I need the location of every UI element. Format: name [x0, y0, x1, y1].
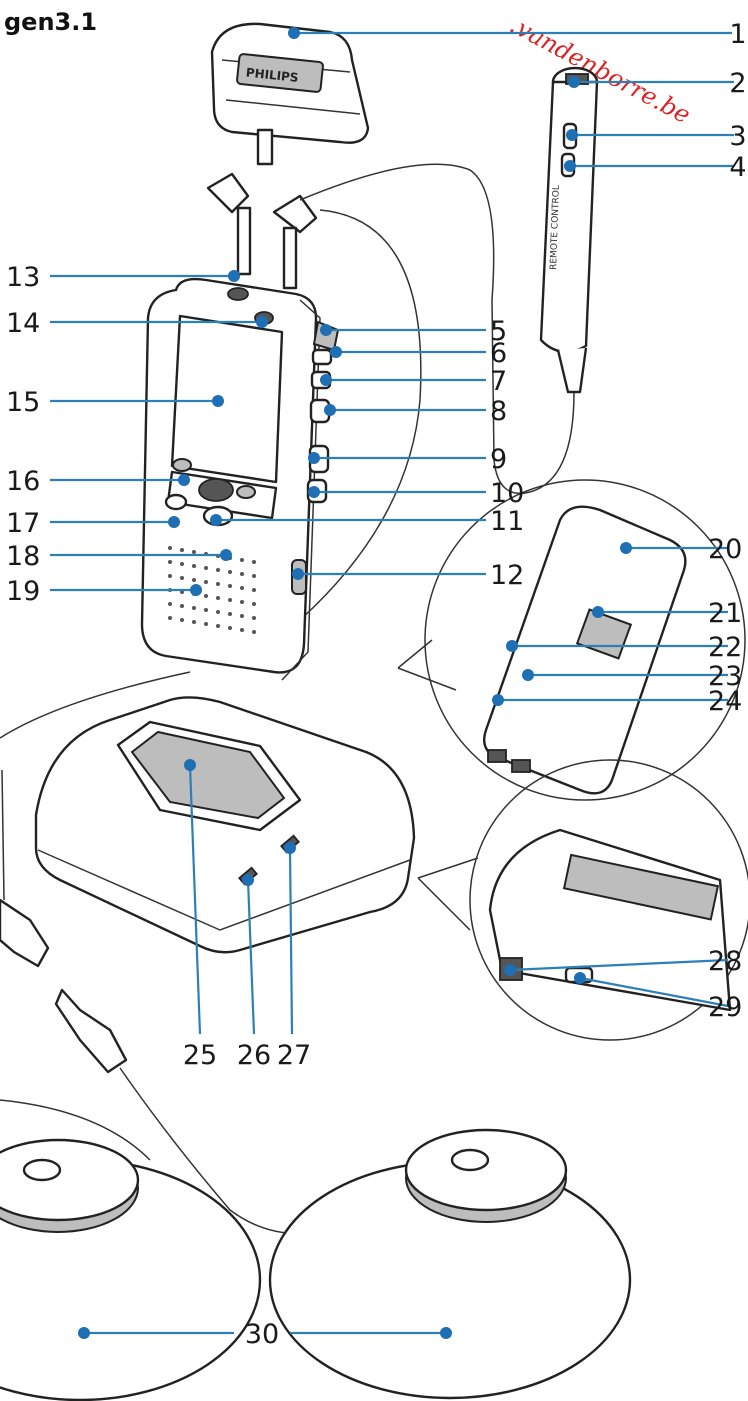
callout-8: 8 [490, 396, 507, 427]
callout-15: 15 [6, 387, 40, 418]
callout-20: 20 [708, 534, 742, 565]
callout-16: 16 [6, 466, 40, 497]
callout-2: 2 [729, 68, 746, 99]
adapter-brand-label: PHILIPS [245, 65, 299, 84]
callout-1: 1 [729, 19, 746, 50]
callout-22: 22 [708, 632, 742, 663]
watermark: .vandenborre.be [505, 11, 695, 130]
callout-5: 5 [490, 316, 507, 347]
digital-recorder [140, 277, 340, 681]
cables [0, 671, 321, 1235]
callout-numbers: 1 2 3 4 5 6 7 8 9 10 11 12 13 14 15 16 1… [6, 19, 747, 1350]
boundary-microphone-right [268, 1128, 632, 1400]
dock-back-zoom [417, 759, 748, 1041]
callout-21: 21 [708, 598, 742, 629]
callout-11: 11 [490, 506, 524, 537]
microphone-adapter: PHILIPS [210, 22, 370, 166]
callout-14: 14 [6, 308, 40, 339]
callout-9: 9 [490, 444, 507, 475]
callout-25: 25 [183, 1040, 217, 1071]
callout-28: 28 [708, 946, 742, 977]
callout-12: 12 [490, 560, 524, 591]
recorder-back-zoom [397, 479, 746, 801]
callout-24: 24 [708, 686, 742, 717]
docking-station [34, 696, 416, 954]
callout-leaders [50, 31, 734, 1335]
remote-control: REMOTE CONTROL [539, 66, 599, 394]
callout-23: 23 [708, 661, 742, 692]
diagram-title: gen3.1 [4, 8, 97, 36]
callout-26: 26 [237, 1040, 271, 1071]
callout-6: 6 [490, 338, 507, 369]
remote-control-label: REMOTE CONTROL [549, 185, 562, 270]
callout-17: 17 [6, 508, 40, 539]
callout-29: 29 [708, 992, 742, 1023]
callout-7: 7 [490, 366, 507, 397]
callout-30: 30 [245, 1319, 279, 1350]
callout-19: 19 [6, 576, 40, 607]
audio-plugs [206, 163, 575, 621]
callout-4: 4 [729, 152, 746, 183]
callout-18: 18 [6, 541, 40, 572]
callout-27: 27 [277, 1040, 311, 1071]
callout-13: 13 [6, 262, 40, 293]
callout-10: 10 [490, 478, 524, 509]
boundary-microphone-left [0, 1138, 262, 1401]
callout-3: 3 [729, 121, 746, 152]
callout-dots [78, 27, 632, 1339]
